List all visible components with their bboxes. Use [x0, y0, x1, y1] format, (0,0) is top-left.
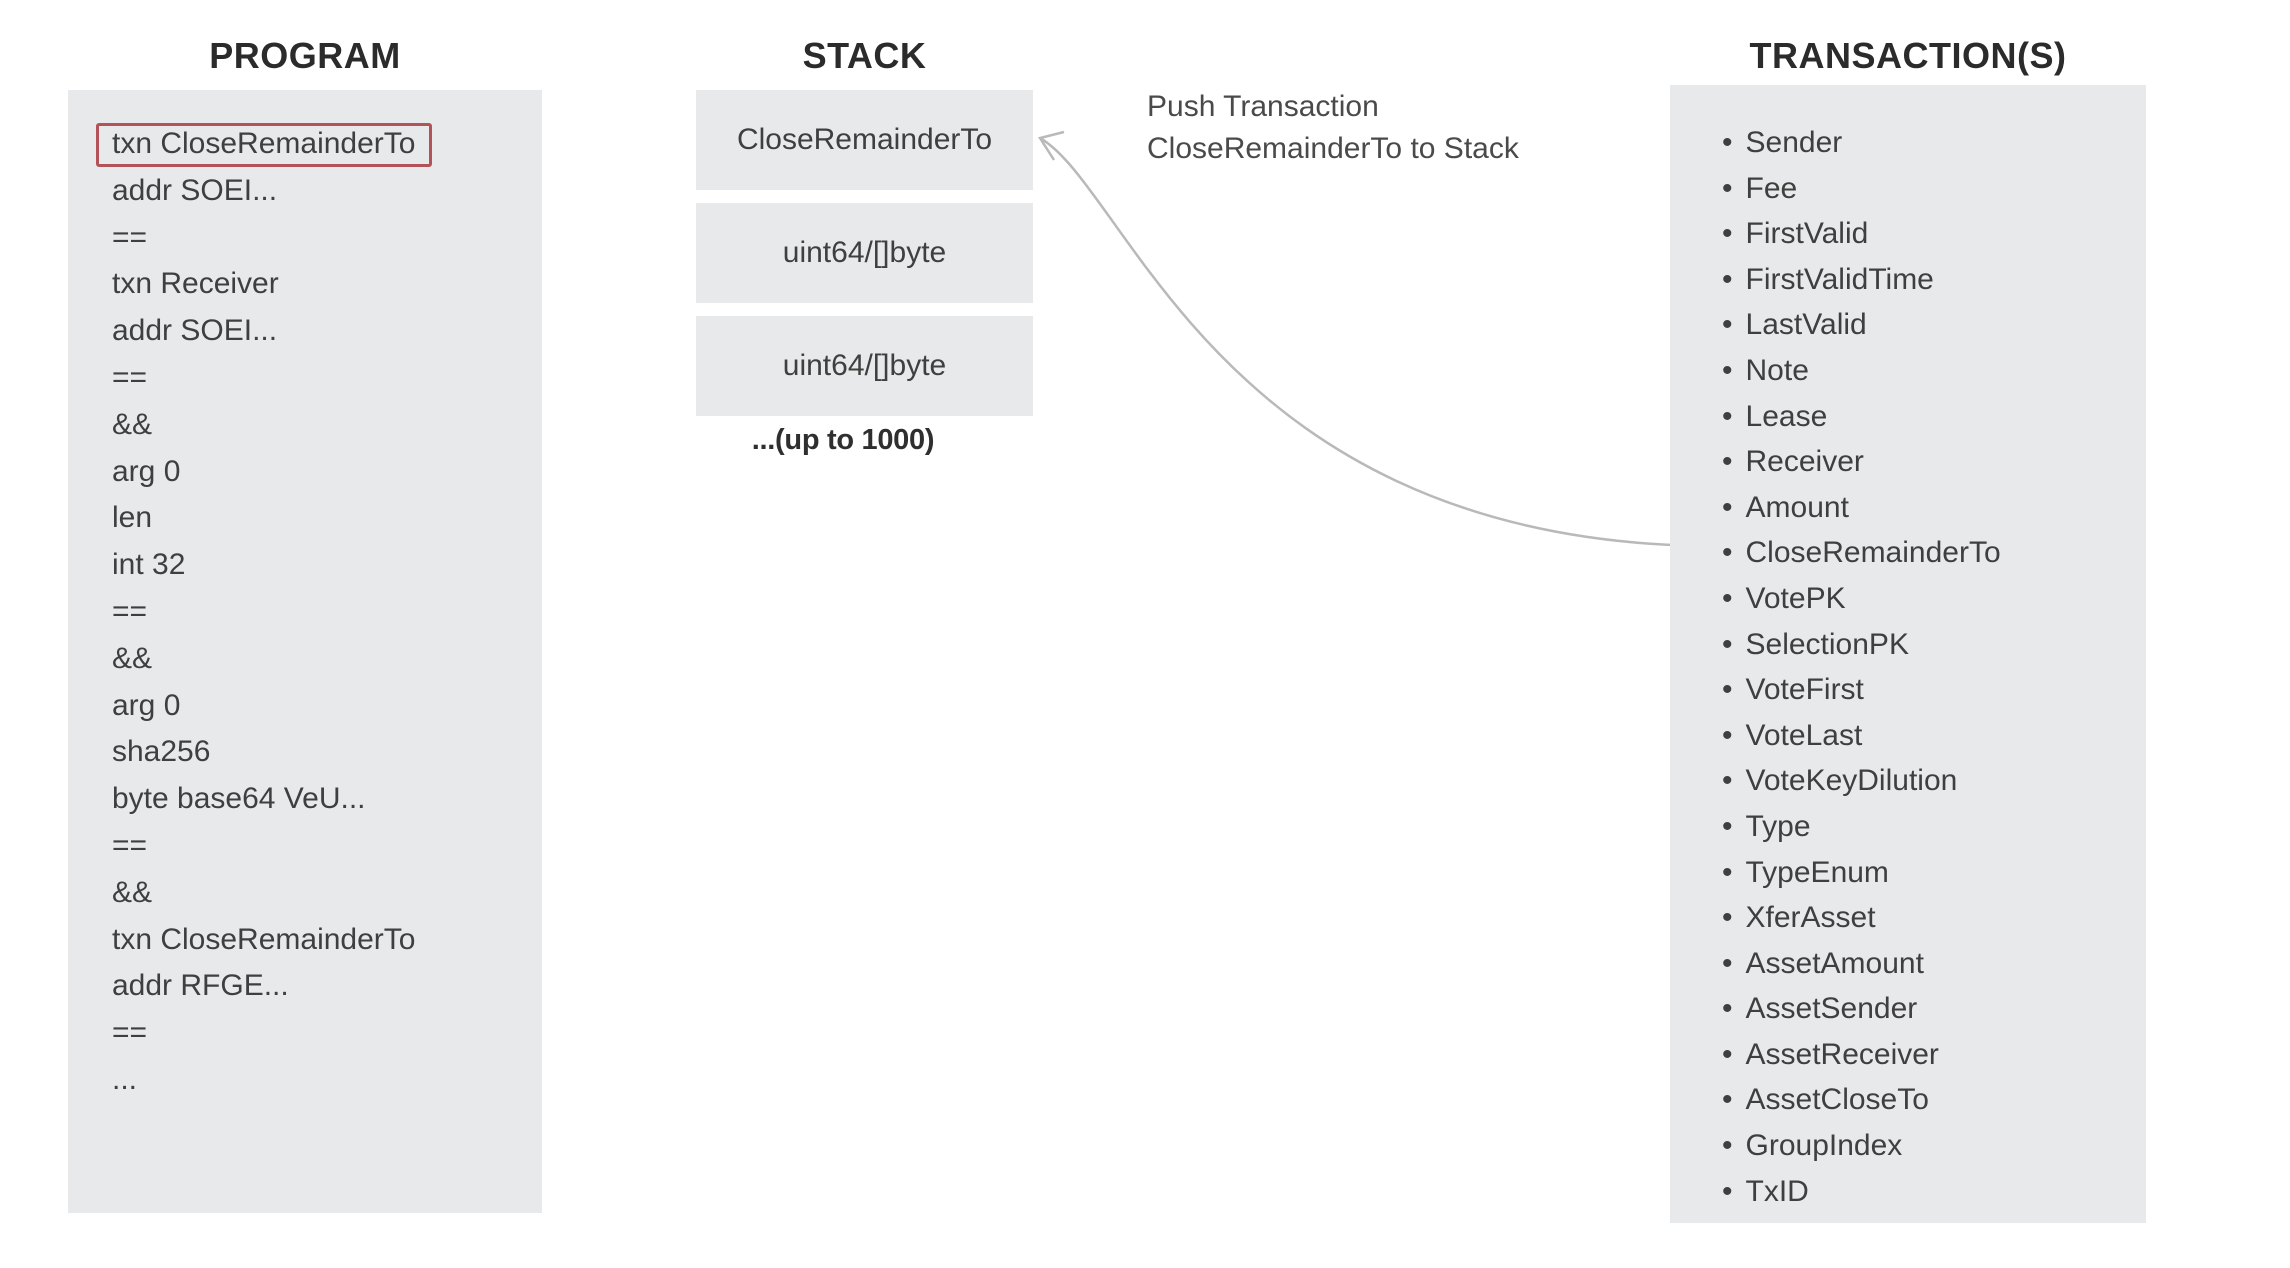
transaction-field-item: VoteFirst [1722, 667, 2146, 713]
program-code-line: txn CloseRemainderTo [112, 127, 416, 160]
transaction-field-item: XferAsset [1722, 895, 2146, 941]
program-code-line: addr RFGE... [112, 969, 289, 1003]
transaction-field-item: Fee [1722, 166, 2146, 212]
push-arrow-head-icon [1038, 130, 1065, 161]
transaction-field-item: TypeEnum [1722, 850, 2146, 896]
transaction-field-item: SelectionPK [1722, 622, 2146, 668]
transaction-field-item: AssetSender [1722, 986, 2146, 1032]
program-code-line: sha256 [112, 735, 211, 769]
push-annotation: Push Transaction CloseRemainderTo to Sta… [1147, 86, 1519, 170]
program-code-line: ... [112, 1062, 138, 1096]
transaction-field-item: AssetCloseTo [1722, 1077, 2146, 1123]
transaction-field-item: Amount [1722, 485, 2146, 531]
program-code-line: arg 0 [112, 454, 181, 488]
transaction-field-item: Note [1722, 348, 2146, 394]
transaction-field-item: CloseRemainderTo [1722, 530, 2146, 576]
transaction-field-item: VoteLast [1722, 713, 2146, 759]
program-code-line: && [112, 875, 153, 909]
program-code-line: == [112, 220, 148, 254]
transactions-title: TRANSACTION(S) [1749, 35, 2067, 76]
transaction-field-item: Type [1722, 804, 2146, 850]
program-code-line: arg 0 [112, 688, 181, 722]
transaction-field-list: Sender Fee FirstValid FirstValidTime Las… [1670, 85, 2146, 1214]
transaction-field-item: LastValid [1722, 302, 2146, 348]
program-code-line: addr SOEI... [112, 314, 278, 348]
program-code-line: int 32 [112, 548, 186, 582]
program-title: PROGRAM [209, 35, 401, 76]
stack-capacity-note: ...(up to 1000) [751, 424, 935, 456]
transaction-field-item: FirstValid [1722, 211, 2146, 257]
program-code-line: == [112, 1016, 148, 1050]
program-panel: txn CloseRemainderTo addr SOEI... == txn… [68, 90, 542, 1213]
program-code-line: && [112, 641, 153, 675]
current-instruction-highlight-box [96, 123, 432, 167]
stack-slot: uint64/[]byte [696, 316, 1033, 416]
program-code-line: len [112, 501, 153, 535]
transaction-field-item: TxID [1722, 1169, 2146, 1215]
transactions-panel: Sender Fee FirstValid FirstValidTime Las… [1670, 85, 2146, 1223]
push-annotation-line1: Push Transaction [1147, 90, 1379, 123]
program-code-line: txn Receiver [112, 267, 279, 301]
program-code-line: byte base64 VeU... [112, 782, 366, 816]
stack-slot: CloseRemainderTo [696, 90, 1033, 190]
stack-box-list: CloseRemainderTo uint64/[]byte uint64/[]… [696, 90, 1033, 416]
push-annotation-line2: CloseRemainderTo to Stack [1147, 132, 1519, 165]
transaction-field-item: Sender [1722, 120, 2146, 166]
transaction-field-item: GroupIndex [1722, 1123, 2146, 1169]
transaction-field-item: VotePK [1722, 576, 2146, 622]
stack-title: STACK [802, 35, 927, 76]
stack-slot: uint64/[]byte [696, 203, 1033, 303]
program-code-line: == [112, 594, 148, 628]
transaction-field-item: FirstValidTime [1722, 257, 2146, 303]
program-code-list: txn CloseRemainderTo addr SOEI... == txn… [68, 90, 542, 1104]
transaction-field-item: Lease [1722, 394, 2146, 440]
program-code-line: txn CloseRemainderTo [112, 922, 416, 956]
transaction-field-item: AssetAmount [1722, 941, 2146, 987]
transaction-field-item: VoteKeyDilution [1722, 758, 2146, 804]
transaction-field-item: Receiver [1722, 439, 2146, 485]
program-code-line: addr SOEI... [112, 173, 278, 207]
program-code-line: == [112, 360, 148, 394]
program-code-line: && [112, 407, 153, 441]
program-code-line: == [112, 828, 148, 862]
push-arrow-curve [1039, 136, 1707, 548]
transaction-field-item: AssetReceiver [1722, 1032, 2146, 1078]
